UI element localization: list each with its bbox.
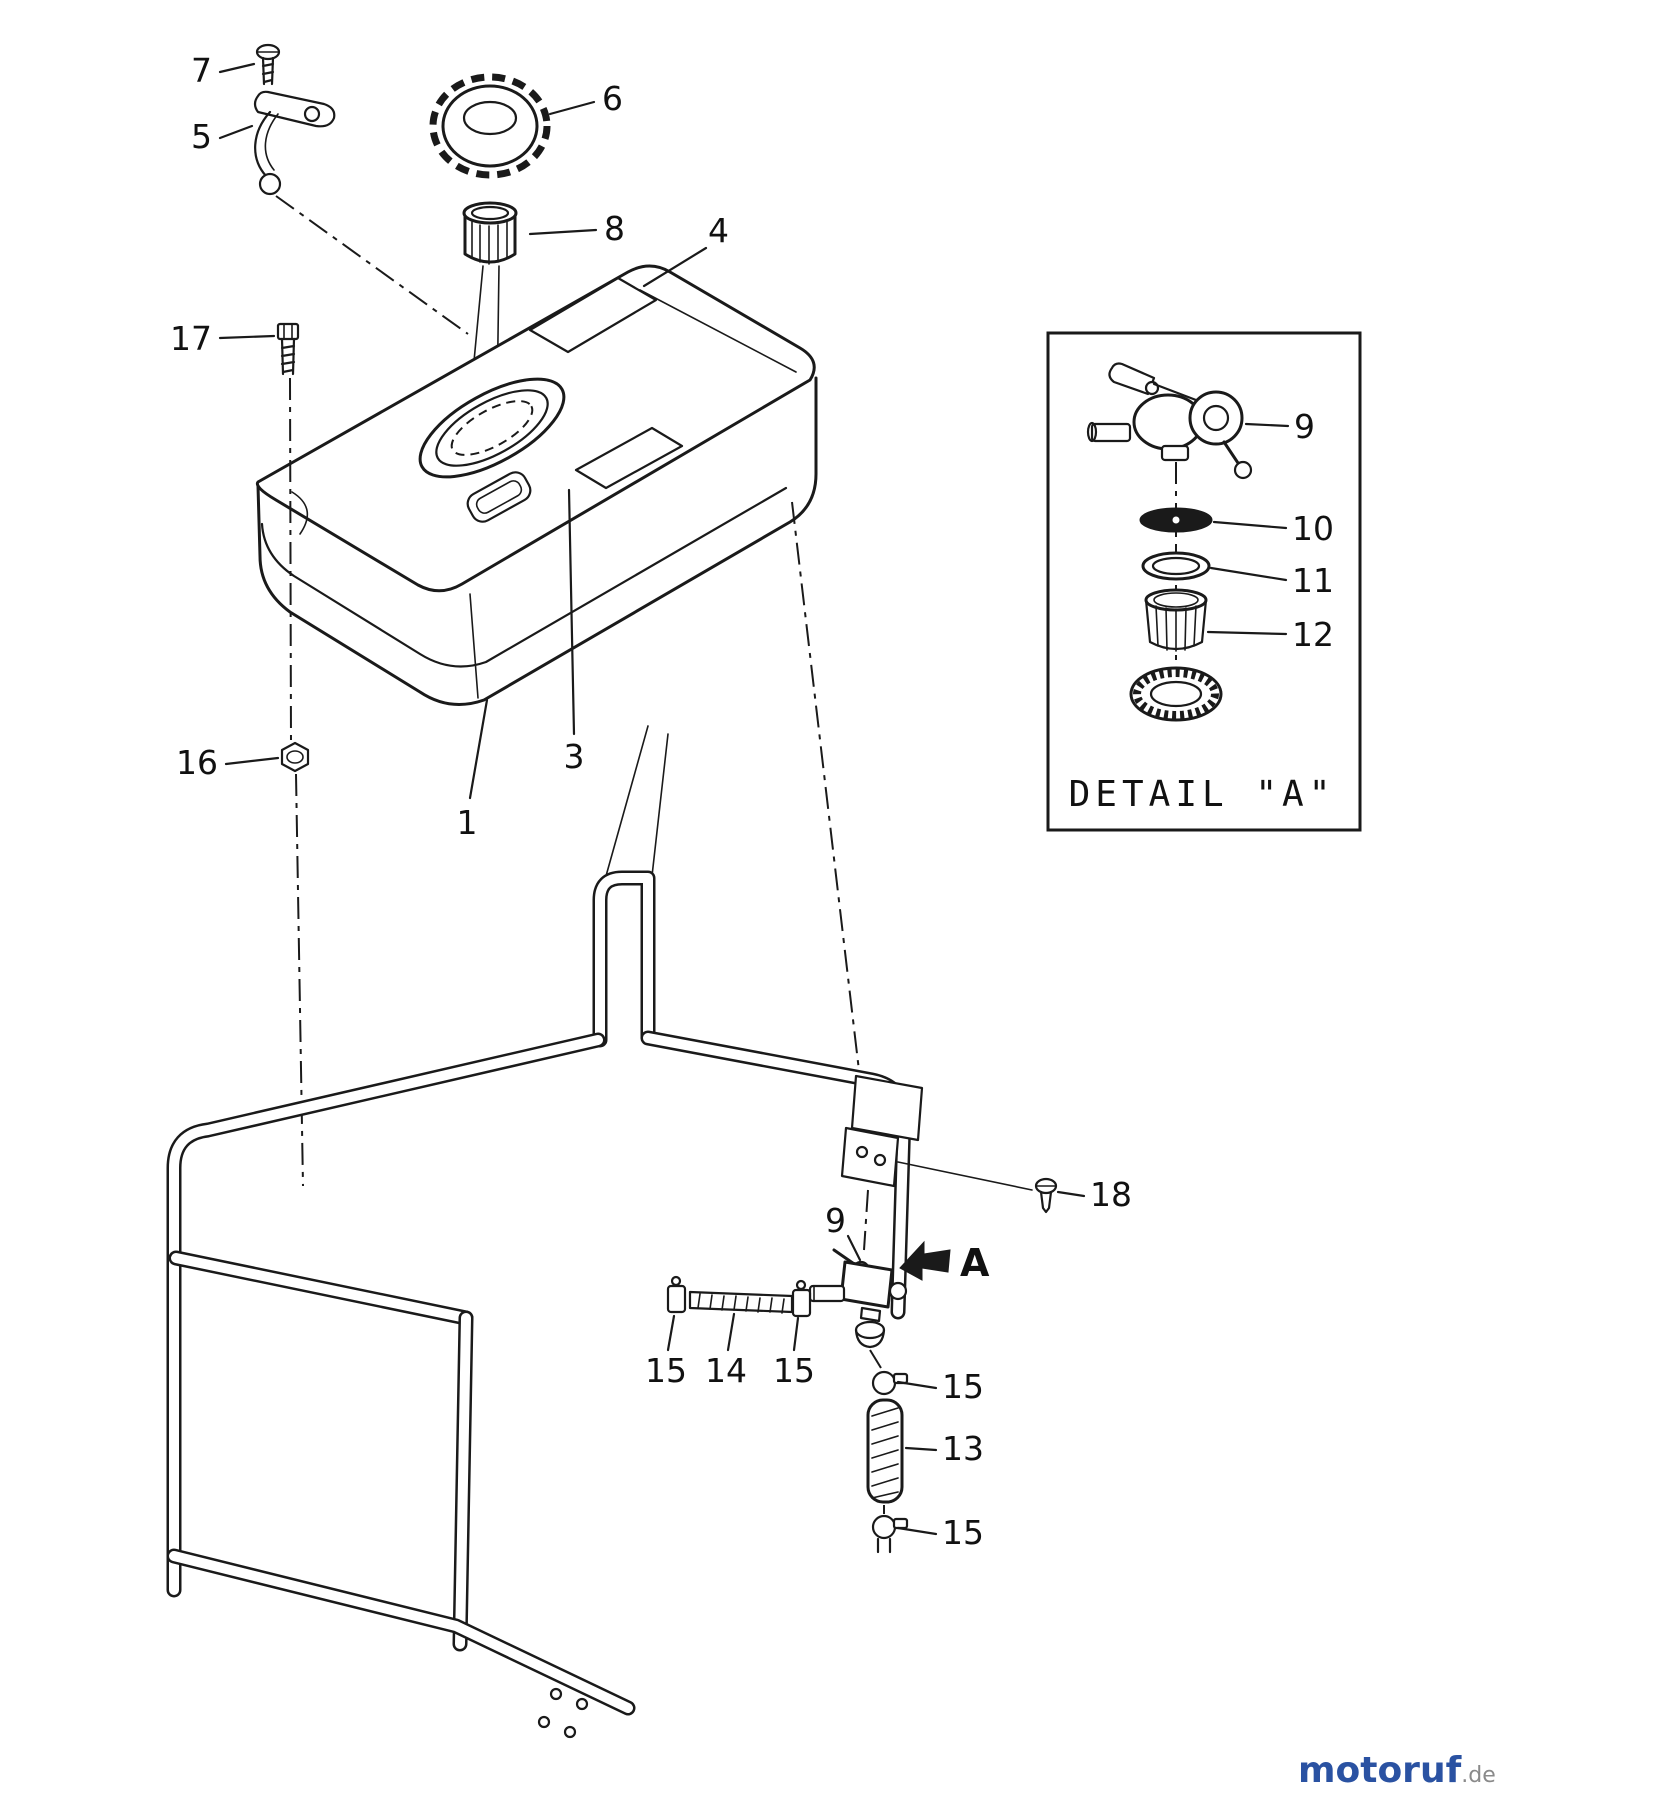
callout-4: 4	[708, 211, 729, 250]
projection-line	[651, 733, 669, 877]
fuel-strainer	[462, 201, 518, 265]
filter-clamp-bottom	[871, 1514, 909, 1554]
bolt-centerline-upper	[289, 377, 292, 745]
fuel-valve-detail	[1086, 362, 1253, 480]
tank-label-plate-lower	[574, 426, 684, 490]
hose-clamp-right	[791, 1279, 812, 1318]
bolt-centerline-lower	[295, 773, 304, 1187]
valve-bowl-nut	[1129, 666, 1223, 722]
callout-5: 5	[191, 117, 212, 156]
watermark: motoruf.de	[1298, 1750, 1496, 1791]
callout-9-detail: 9	[1294, 407, 1315, 446]
view-a-arrow-icon	[899, 1240, 951, 1281]
callout-13: 13	[942, 1429, 984, 1468]
callout-18: 18	[1090, 1175, 1132, 1214]
callout-12: 12	[1292, 615, 1334, 654]
callout-10: 10	[1292, 509, 1334, 548]
inline-fuel-hose	[866, 1398, 904, 1504]
valve-centerline	[863, 1189, 869, 1251]
filter-clamp-top	[871, 1370, 909, 1396]
fuel-tank	[255, 264, 818, 706]
callout-1: 1	[457, 803, 478, 842]
filter-centerline	[869, 1349, 882, 1369]
hose-clamp-left	[666, 1275, 687, 1314]
tank-mount-bracket	[253, 90, 336, 196]
fuel-valve	[808, 1248, 908, 1349]
callout-14: 14	[705, 1351, 747, 1390]
detail-a-label: DETAIL "A"	[1069, 774, 1336, 815]
tank-mount-bolt	[276, 322, 300, 376]
valve-mount-bracket	[840, 1074, 924, 1188]
bracket-centerline	[275, 195, 469, 335]
bracket-screw	[255, 43, 281, 86]
tank-label-plate-upper	[528, 276, 658, 354]
callout-17: 17	[170, 319, 212, 358]
tank-mount-nut	[280, 741, 310, 773]
screw-leader-line	[897, 1161, 1033, 1191]
detail-a-box	[1046, 331, 1362, 832]
callout-15-filter-top: 15	[942, 1367, 984, 1406]
callout-11: 11	[1292, 561, 1334, 600]
view-a-label: A	[960, 1241, 990, 1285]
watermark-brand: motoruf	[1298, 1750, 1462, 1791]
callout-leaders	[218, 62, 1290, 1536]
fuel-cap	[429, 73, 551, 179]
callout-6: 6	[602, 79, 623, 118]
watermark-suffix: .de	[1461, 1763, 1496, 1788]
valve-alignment-centerline	[791, 501, 867, 1131]
callout-15-hose-left: 15	[645, 1351, 687, 1390]
callout-15-filter-bottom: 15	[942, 1513, 984, 1552]
projection-line	[605, 725, 649, 877]
callout-16: 16	[176, 743, 218, 782]
valve-filter-cup	[1144, 588, 1208, 652]
callout-15-hose-right: 15	[773, 1351, 815, 1390]
mount-screw	[1034, 1177, 1058, 1214]
valve-ring	[1141, 551, 1211, 581]
callout-9-frame: 9	[825, 1201, 846, 1240]
callout-7: 7	[191, 51, 212, 90]
callout-8: 8	[604, 209, 625, 248]
valve-gasket	[1139, 507, 1213, 533]
fuel-hose	[688, 1290, 794, 1314]
callout-3: 3	[564, 737, 585, 776]
